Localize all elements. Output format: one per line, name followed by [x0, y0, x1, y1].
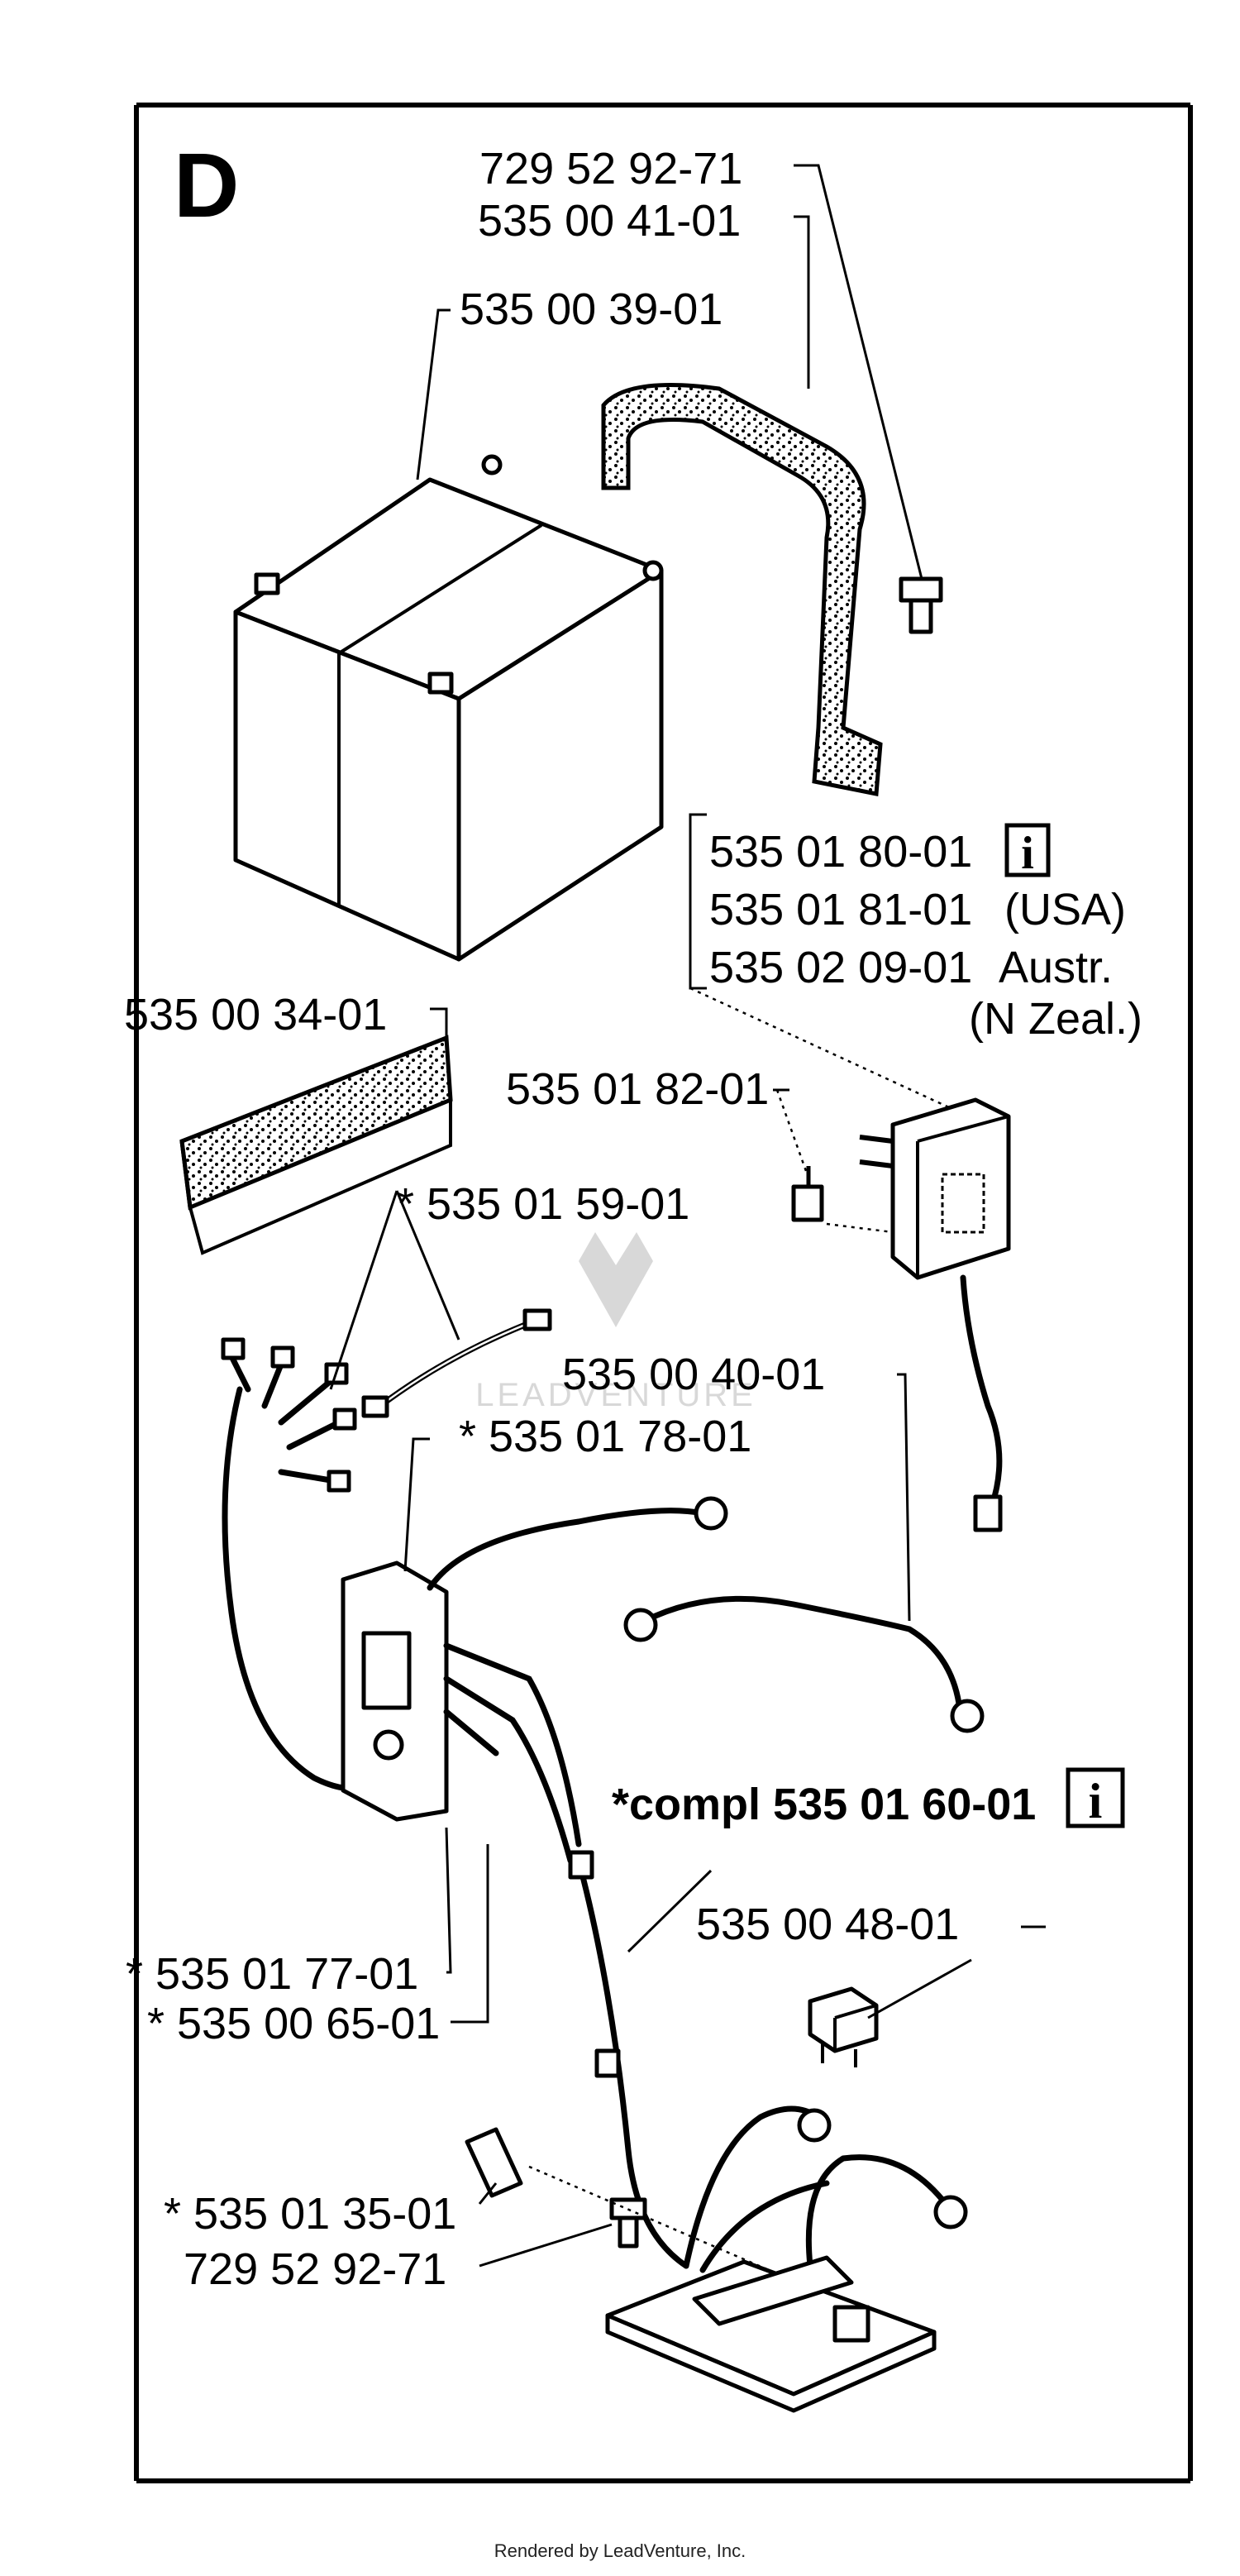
footer-credit: Rendered by LeadVenture, Inc. — [494, 2540, 746, 2561]
watermark-text: LEADVENTURE — [475, 1377, 756, 1413]
label-pad: 535 00 34-01 — [124, 990, 387, 1039]
label-relay: 535 00 48-01 — [696, 1900, 959, 1949]
part-labels: 729 52 92-71 535 00 41-01 535 00 39-01 5… — [124, 144, 1142, 2294]
label-screw-top: 729 52 92-71 — [479, 144, 742, 194]
switch-panel — [341, 1496, 728, 1864]
main-cable — [568, 1850, 968, 2273]
cable-short — [361, 1308, 552, 1418]
info-icon-glyph: i — [1021, 828, 1034, 879]
charger — [859, 1097, 1011, 1532]
label-charger-2: 535 01 81-01 — [709, 885, 972, 934]
label-bracket: 535 00 41-01 — [478, 196, 741, 246]
info-icon[interactable]: i — [1066, 1767, 1125, 1828]
watermark-logo: LEADVENTURE — [475, 1232, 756, 1413]
label-screw-bottom: 729 52 92-71 — [184, 2244, 446, 2294]
label-charger-2-note: (USA) — [1004, 885, 1126, 934]
screw-top — [899, 576, 943, 634]
cable-long — [623, 1595, 985, 1733]
battery-bracket — [601, 383, 883, 797]
label-panel-2: * 535 00 65-01 — [147, 1999, 440, 2048]
label-charger-3: 535 02 09-01 — [709, 943, 972, 992]
label-cable-b: 535 00 40-01 — [562, 1350, 825, 1399]
label-charger-3-note-2: (N Zeal.) — [969, 994, 1142, 1044]
label-battery: 535 00 39-01 — [460, 284, 723, 334]
diagram-frame — [134, 103, 1193, 2483]
label-charger-1: 535 01 80-01 — [709, 827, 972, 877]
label-charger-3-note: Austr. — [999, 943, 1113, 992]
battery — [233, 454, 664, 962]
info-icon-glyph: i — [1089, 1774, 1103, 1828]
label-complete: *compl 535 01 60-01 — [612, 1780, 1036, 1829]
screw-bottom — [609, 2197, 647, 2249]
section-letter: D — [174, 135, 239, 237]
battery-pad — [179, 1035, 453, 1255]
charger-plug — [791, 1166, 824, 1222]
relay — [808, 1986, 879, 2067]
label-panel-1: * 535 01 77-01 — [126, 1949, 418, 1999]
label-harness: * 535 01 78-01 — [459, 1412, 751, 1461]
label-cable-a: * 535 01 59-01 — [397, 1179, 689, 1229]
pin-part — [465, 2127, 523, 2198]
leader-lines — [329, 164, 1046, 2272]
info-icon[interactable]: i — [1004, 823, 1051, 879]
label-charger-cable: 535 01 82-01 — [506, 1064, 769, 1114]
wire-harness — [221, 1337, 392, 1792]
label-pin: * 535 01 35-01 — [164, 2189, 456, 2239]
control-board — [605, 2255, 937, 2413]
